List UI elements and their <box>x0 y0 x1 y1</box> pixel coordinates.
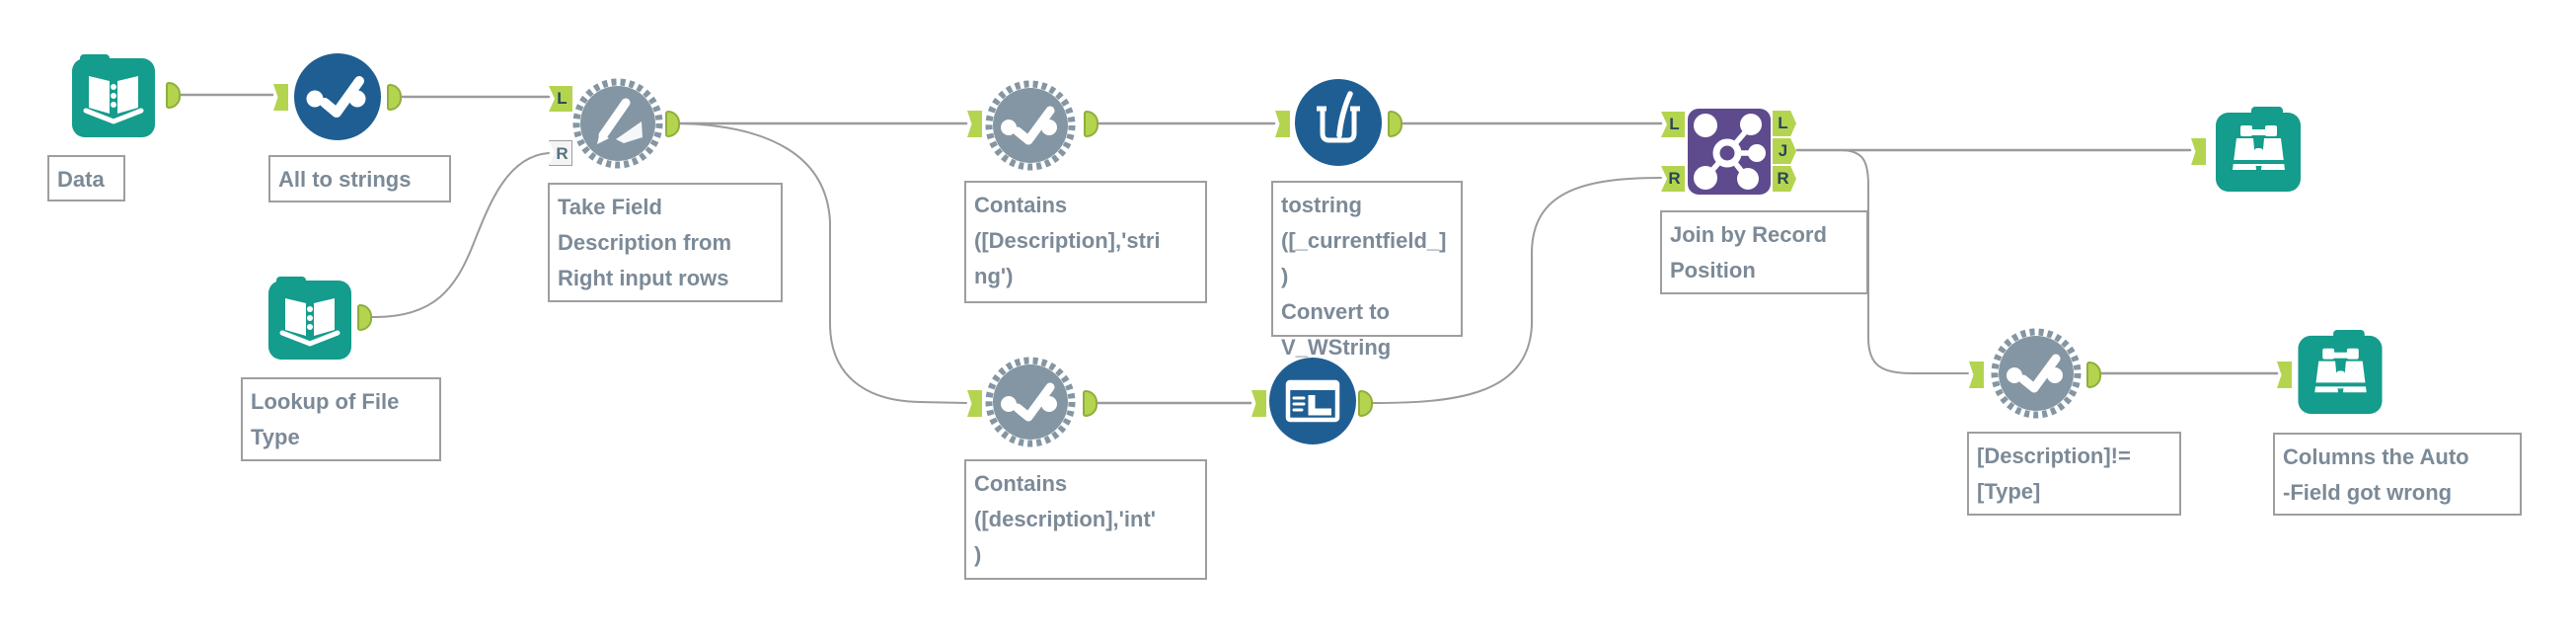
window-records-icon <box>1269 358 1356 444</box>
join-output-anchor-j[interactable]: J <box>1773 138 1796 164</box>
macro-output-anchor[interactable] <box>665 111 680 137</box>
filter-contains-string-tool[interactable] <box>985 80 1076 171</box>
annotation-columns-wrong[interactable]: Columns the Auto -Field got wrong <box>2273 433 2522 516</box>
macro-input-anchor-right[interactable]: R <box>549 140 572 166</box>
lookup-input-tool[interactable] <box>268 277 351 360</box>
gear-check-icon <box>985 357 1076 447</box>
filter-neq-tool[interactable] <box>1991 328 2082 419</box>
filter-string-input-anchor[interactable] <box>967 111 982 137</box>
select-input-anchor[interactable] <box>273 84 288 111</box>
binoculars-icon <box>2216 107 2301 192</box>
select-records-output-anchor[interactable] <box>1358 390 1373 417</box>
browse-top-tool[interactable] <box>2216 107 2301 194</box>
join-output-anchor-r[interactable]: R <box>1773 166 1796 192</box>
join-input-anchor-l[interactable]: L <box>1661 112 1685 137</box>
browse-top-input-anchor[interactable] <box>2191 138 2206 165</box>
join-input-anchor-r[interactable]: R <box>1661 166 1685 192</box>
mff-output-anchor[interactable] <box>1388 111 1402 137</box>
filter-int-output-anchor[interactable] <box>1083 390 1098 417</box>
join-tool[interactable] <box>1688 109 1771 195</box>
join-network-icon <box>1688 109 1771 195</box>
annotation-contains-int[interactable]: Contains ([description],'int' ) <box>964 459 1207 580</box>
gear-check-icon <box>1991 328 2082 419</box>
lookup-output-anchor[interactable] <box>357 304 372 331</box>
annotation-contains-string[interactable]: Contains ([Description],'stri ng') <box>964 181 1207 303</box>
input-data-output-anchor[interactable] <box>166 82 181 109</box>
annotation-join[interactable]: Join by Record Position <box>1660 210 1868 294</box>
filter-neq-output-anchor[interactable] <box>2086 362 2101 388</box>
mff-input-anchor[interactable] <box>1275 111 1290 137</box>
book-input-icon <box>72 54 155 137</box>
take-field-description-macro[interactable] <box>572 78 663 169</box>
annotation-all-to-strings[interactable]: All to strings <box>268 155 451 202</box>
browse-bottom-input-anchor[interactable] <box>2277 362 2292 388</box>
annotation-data[interactable]: Data <box>47 155 125 201</box>
filter-contains-int-tool[interactable] <box>985 357 1076 447</box>
select-records-input-anchor[interactable] <box>1251 390 1266 417</box>
gear-pencil-icon <box>572 78 663 169</box>
annotation-take-field-description[interactable]: Take Field Description from Right input … <box>548 183 783 302</box>
macro-input-anchor-left[interactable]: L <box>549 86 572 112</box>
join-output-anchor-l[interactable]: L <box>1773 111 1796 136</box>
book-input-icon <box>268 277 351 360</box>
input-data-tool[interactable] <box>72 54 155 137</box>
select-tool[interactable] <box>294 53 381 140</box>
filter-string-output-anchor[interactable] <box>1084 111 1099 137</box>
select-records-tool[interactable] <box>1269 358 1356 444</box>
filter-int-input-anchor[interactable] <box>967 390 982 417</box>
annotation-tostring[interactable]: tostring ([_currentfield_]) Convert to V… <box>1271 181 1463 360</box>
browse-bottom-tool[interactable] <box>2298 330 2383 416</box>
gear-check-icon <box>985 80 1076 171</box>
filter-neq-input-anchor[interactable] <box>1969 362 1984 388</box>
select-output-anchor[interactable] <box>387 84 402 111</box>
beaker-icon <box>1295 79 1382 166</box>
binoculars-icon <box>2298 330 2383 415</box>
annotation-lookup[interactable]: Lookup of File Type <box>241 377 441 461</box>
annotation-description-neq-type[interactable]: [Description]!= [Type] <box>1967 432 2181 516</box>
multi-field-formula-tool[interactable] <box>1295 79 1382 166</box>
select-check-icon <box>294 53 381 140</box>
